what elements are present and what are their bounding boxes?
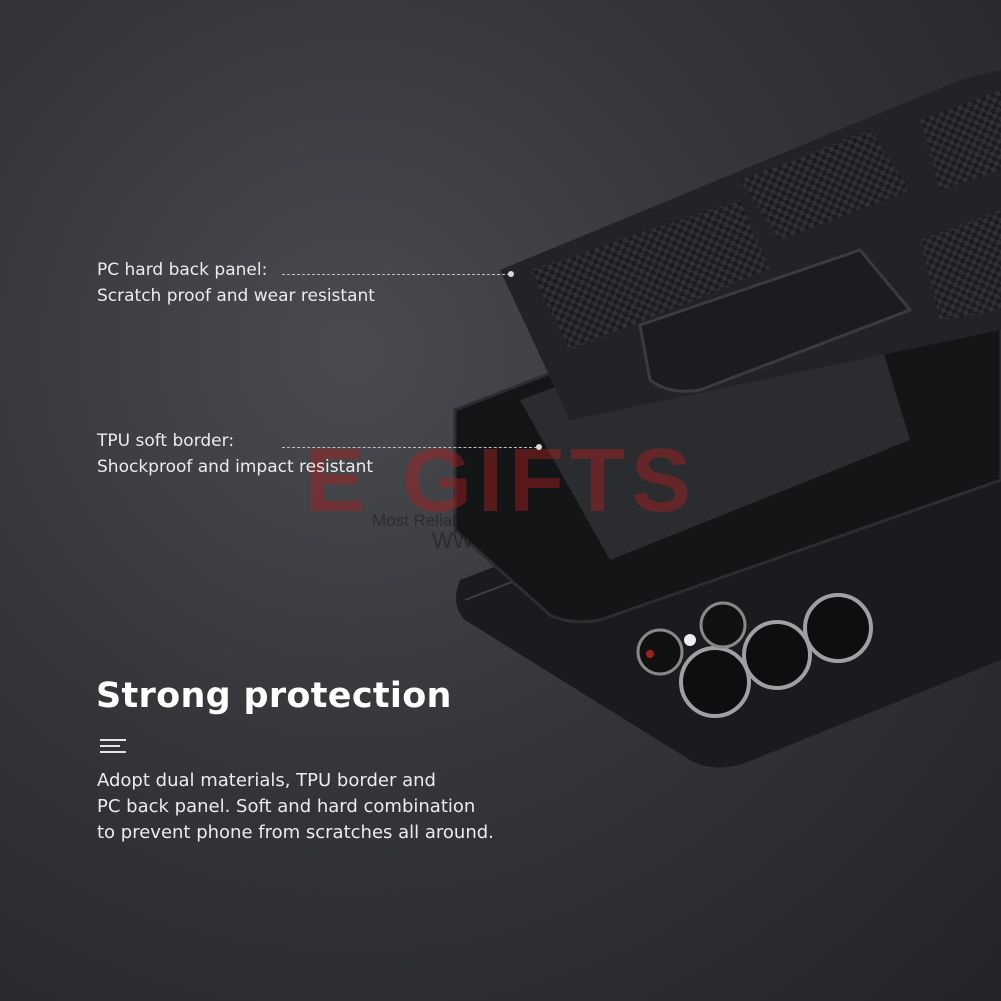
callout-title: TPU soft border: xyxy=(97,431,235,451)
callout-dot xyxy=(536,444,542,450)
callout-title: PC hard back panel: xyxy=(97,260,268,280)
watermark-url: WWW.EGIFTS xyxy=(432,528,579,553)
camera-slider xyxy=(638,248,913,393)
callout-subtitle: Scratch proof and wear resistant xyxy=(97,286,375,306)
watermark-tagline: Most Reliable Phone A xyxy=(372,511,544,530)
callout-leader-line xyxy=(282,447,537,448)
callout-leader-line xyxy=(282,274,510,275)
description-line: PC back panel. Soft and hard combination xyxy=(97,796,476,817)
description: Adopt dual materials, TPU border and PC … xyxy=(97,768,494,846)
phone-case-product-image xyxy=(453,70,1001,768)
callout-subtitle: Shockproof and impact resistant xyxy=(97,457,374,477)
callout-tpu-border: TPU soft border: Shockproof and impact r… xyxy=(97,428,373,480)
description-line: to prevent phone from scratches all arou… xyxy=(97,822,494,843)
description-line: Adopt dual materials, TPU border and xyxy=(97,770,436,791)
callout-pc-back-panel: PC hard back panel: Scratch proof and we… xyxy=(97,257,375,309)
headline: Strong protection xyxy=(96,676,452,716)
camera-lenses xyxy=(636,593,873,718)
lines-icon xyxy=(100,739,126,757)
callout-dot xyxy=(508,271,514,277)
